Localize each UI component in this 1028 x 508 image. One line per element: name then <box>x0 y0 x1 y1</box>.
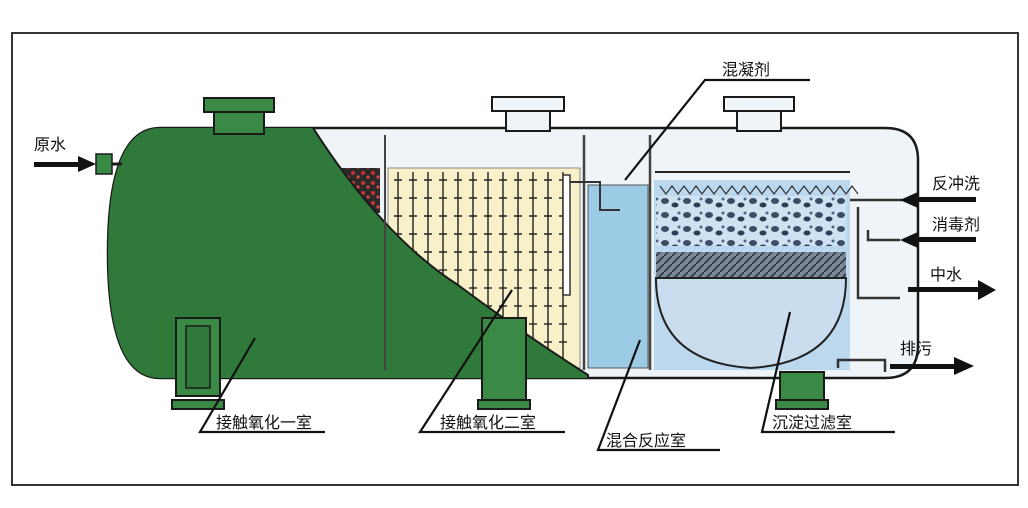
label-mixing-reaction: 混合反应室 <box>606 431 686 450</box>
arrow-right-icon <box>34 156 96 172</box>
nozzle-2 <box>492 97 564 131</box>
label-reclaimed-water: 中水 <box>930 265 962 284</box>
label-disinfectant: 消毒剂 <box>932 215 980 234</box>
support-1 <box>172 318 224 409</box>
sand-layer <box>656 252 846 278</box>
label-contact-oxidation-1: 接触氧化一室 <box>216 413 312 432</box>
label-sewage-discharge: 排污 <box>900 339 932 358</box>
support-3 <box>776 372 828 409</box>
inlet-flange <box>96 154 112 174</box>
label-coagulant: 混凝剂 <box>722 60 770 79</box>
label-contact-oxidation-2: 接触氧化二室 <box>440 413 536 432</box>
nozzle-3 <box>724 97 794 131</box>
riser-pipe <box>563 175 570 295</box>
label-raw-water: 原水 <box>34 135 66 154</box>
nozzle-1 <box>204 98 274 134</box>
label-backwash: 反冲洗 <box>932 174 980 193</box>
gravel-layer <box>656 196 846 246</box>
label-sedimentation-filtration: 沉淀过滤室 <box>772 413 852 432</box>
